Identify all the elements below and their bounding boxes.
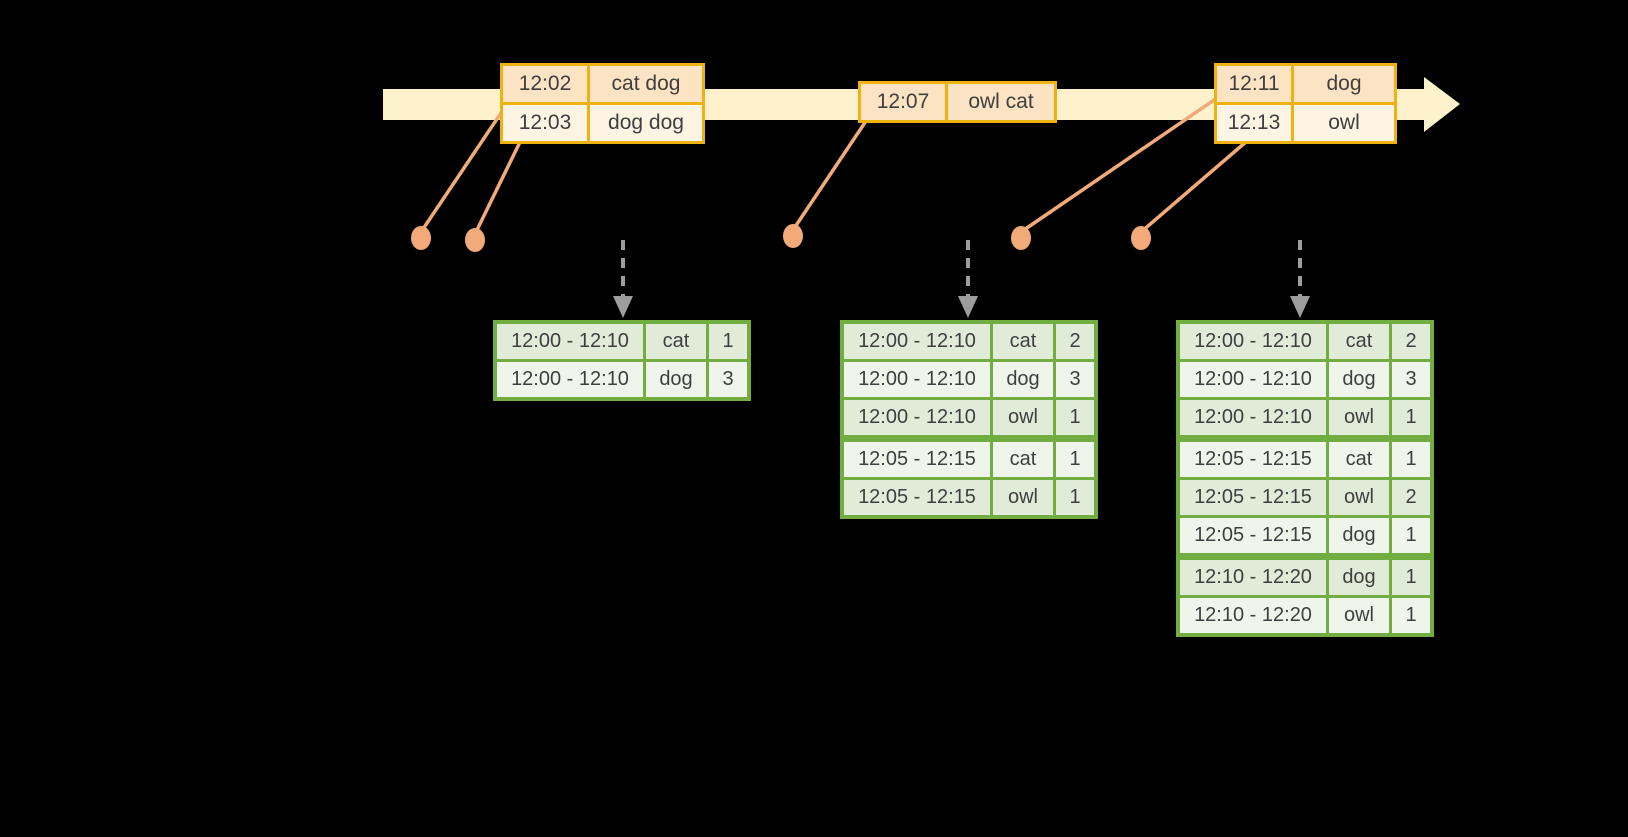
event-words: dog	[1294, 66, 1394, 102]
result-row: 12:05 - 12:15 cat 1	[1180, 442, 1430, 477]
result-word: dog	[646, 362, 706, 397]
connector-line	[419, 102, 509, 234]
event-table-2: 12:07 owl cat	[858, 81, 1057, 123]
result-window: 12:05 - 12:15	[844, 442, 990, 477]
result-count: 1	[1392, 400, 1430, 435]
result-table-1: 12:00 - 12:10 cat 1 12:00 - 12:10 dog 3	[493, 320, 751, 401]
result-count: 1	[709, 324, 747, 359]
result-count: 2	[1392, 480, 1430, 515]
result-word: owl	[1329, 480, 1389, 515]
result-count: 1	[1056, 442, 1094, 477]
event-words: owl cat	[948, 84, 1054, 120]
result-row: 12:00 - 12:10 owl 1	[844, 400, 1094, 435]
result-row: 12:00 - 12:10 cat 2	[844, 324, 1094, 359]
event-row: 12:03 dog dog	[503, 105, 702, 141]
event-row: 12:13 owl	[1217, 105, 1394, 141]
event-dot	[411, 226, 431, 250]
result-window: 12:00 - 12:10	[844, 400, 990, 435]
result-count: 3	[709, 362, 747, 397]
trigger-arrowhead-icon	[958, 296, 978, 318]
event-table-3: 12:11 dog 12:13 owl	[1214, 63, 1397, 144]
result-window: 12:00 - 12:10	[1180, 362, 1326, 397]
result-count: 1	[1392, 560, 1430, 595]
result-row: 12:05 - 12:15 owl 2	[1180, 480, 1430, 515]
result-row: 12:05 - 12:15 owl 1	[844, 480, 1094, 515]
result-table-3: 12:00 - 12:10 cat 2 12:00 - 12:10 dog 3 …	[1176, 320, 1434, 637]
result-row: 12:00 - 12:10 cat 2	[1180, 324, 1430, 359]
trigger-arrowhead-icon	[613, 296, 633, 318]
result-window: 12:05 - 12:15	[1180, 442, 1326, 477]
result-word: dog	[993, 362, 1053, 397]
result-word: cat	[646, 324, 706, 359]
result-count: 3	[1056, 362, 1094, 397]
event-dot	[1131, 226, 1151, 250]
result-window: 12:10 - 12:20	[1180, 560, 1326, 595]
result-window: 12:00 - 12:10	[1180, 324, 1326, 359]
result-window: 12:00 - 12:10	[497, 324, 643, 359]
event-time: 12:02	[503, 66, 587, 102]
connector-line	[473, 138, 523, 236]
result-row: 12:00 - 12:10 dog 3	[497, 362, 747, 397]
result-window: 12:00 - 12:10	[1180, 400, 1326, 435]
result-word: owl	[993, 480, 1053, 515]
event-words: dog dog	[590, 105, 702, 141]
result-count: 2	[1056, 324, 1094, 359]
result-count: 1	[1392, 442, 1430, 477]
event-time: 12:03	[503, 105, 587, 141]
result-word: cat	[993, 442, 1053, 477]
result-count: 1	[1056, 480, 1094, 515]
result-window: 12:00 - 12:10	[497, 362, 643, 397]
trigger-arrowhead-icon	[1290, 296, 1310, 318]
result-table-2: 12:00 - 12:10 cat 2 12:00 - 12:10 dog 3 …	[840, 320, 1098, 519]
result-row: 12:00 - 12:10 owl 1	[1180, 400, 1430, 435]
connector-line	[1019, 96, 1219, 234]
result-window: 12:05 - 12:15	[1180, 480, 1326, 515]
result-window: 12:10 - 12:20	[1180, 598, 1326, 633]
result-row: 12:05 - 12:15 cat 1	[844, 442, 1094, 477]
result-word: owl	[993, 400, 1053, 435]
result-word: dog	[1329, 560, 1389, 595]
event-time: 12:07	[861, 84, 945, 120]
result-word: dog	[1329, 518, 1389, 553]
result-row: 12:05 - 12:15 dog 1	[1180, 518, 1430, 553]
event-dot	[1011, 226, 1031, 250]
connector-line	[791, 119, 868, 232]
result-window: 12:05 - 12:15	[1180, 518, 1326, 553]
result-row: 12:10 - 12:20 owl 1	[1180, 598, 1430, 633]
result-word: owl	[1329, 400, 1389, 435]
result-window: 12:00 - 12:10	[844, 362, 990, 397]
result-window: 12:00 - 12:10	[844, 324, 990, 359]
result-word: cat	[1329, 324, 1389, 359]
event-row: 12:07 owl cat	[861, 84, 1054, 120]
result-word: cat	[1329, 442, 1389, 477]
result-row: 12:10 - 12:20 dog 1	[1180, 560, 1430, 595]
result-count: 2	[1392, 324, 1430, 359]
result-row: 12:00 - 12:10 dog 3	[1180, 362, 1430, 397]
result-word: owl	[1329, 598, 1389, 633]
result-word: dog	[1329, 362, 1389, 397]
event-table-1: 12:02 cat dog 12:03 dog dog	[500, 63, 705, 144]
event-words: owl	[1294, 105, 1394, 141]
result-window: 12:05 - 12:15	[844, 480, 990, 515]
result-count: 1	[1392, 518, 1430, 553]
result-word: cat	[993, 324, 1053, 359]
event-dot	[465, 228, 485, 252]
event-time: 12:13	[1217, 105, 1291, 141]
result-count: 3	[1392, 362, 1430, 397]
result-count: 1	[1392, 598, 1430, 633]
result-row: 12:00 - 12:10 cat 1	[497, 324, 747, 359]
event-words: cat dog	[590, 66, 702, 102]
result-row: 12:00 - 12:10 dog 3	[844, 362, 1094, 397]
result-count: 1	[1056, 400, 1094, 435]
connector-line	[1139, 139, 1249, 234]
event-row: 12:11 dog	[1217, 66, 1394, 102]
timeline-arrowhead-icon	[1424, 77, 1460, 132]
event-time: 12:11	[1217, 66, 1291, 102]
event-dot	[783, 224, 803, 248]
event-row: 12:02 cat dog	[503, 66, 702, 102]
